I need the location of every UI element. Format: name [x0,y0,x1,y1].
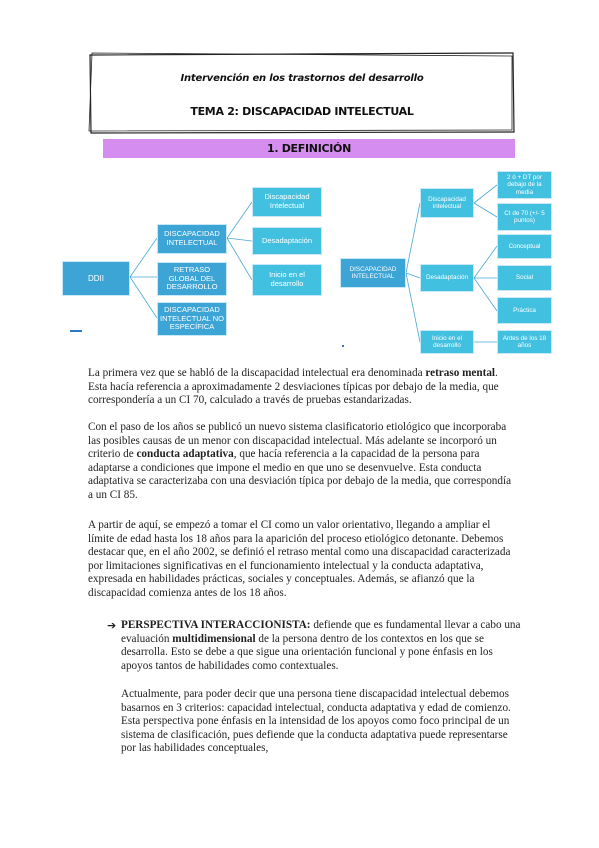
node-retraso-global: RETRASO GLOBAL DEL DESARROLLO [157,262,227,296]
paragraph-2: Con el paso de los años se publicó un nu… [88,421,518,503]
paragraph-3: A partir de aquí, se empezó a tomar el C… [88,519,511,599]
diagram-right: DISCAPACIDAD INTELECTUAL Discapacidad in… [340,170,560,360]
paragraph-5: Actualmente, para poder decir que una pe… [121,688,511,755]
node-r-conceptual: Conceptual [497,234,552,259]
node-r-desadaptacion: Desadaptación [420,264,474,292]
node-l2-inicio-desarrollo: Inicio en el desarrollo [252,264,322,296]
bullet-text-b: de la persona dentro de los contextos en… [121,632,493,672]
paragraph-1: La primera vez que se habló de la discap… [88,367,518,408]
p1-bold: retraso mental [425,367,496,379]
dot-mark [342,345,344,347]
hand-drawn-frame [88,52,515,134]
arrow-bullet-icon: ➔ [107,619,117,632]
node-r-antes-18: Antes de los 18 años [497,330,552,354]
p1-text-a: La primera vez que se habló de la discap… [88,367,426,379]
node-r-ci70: CI de 70 (+/- 5 puntos) [497,203,552,231]
node-r-inicio-desarrollo: Inicio en el desarrollo [420,330,474,354]
section-heading-text: 1. DEFINICIÓN [266,142,352,155]
node-r-root: DISCAPACIDAD INTELECTUAL [340,258,406,288]
section-heading: 1. DEFINICIÓN [103,139,515,158]
diagram-left: DDII DISCAPACIDAD INTELECTUAL RETRASO GL… [62,180,332,340]
node-r-social: Social [497,265,552,291]
diagram-left-connectors [129,201,253,319]
node-discapacidad-intelectual: DISCAPACIDAD INTELECTUAL [157,224,227,254]
topic-title: TEMA 2: DISCAPACIDAD INTELECTUAL [190,105,414,118]
bullet-text-a: defiende que es fundamental llevar a cab… [121,619,521,645]
bullet-bold: PERSPECTIVA INTERACCIONISTA: [121,619,311,631]
course-title: Intervención en los trastornos del desar… [180,73,424,84]
node-r-discapacidad-intelectual: Discapacidad intelectual [420,188,474,218]
node-di-no-especifica: DISCAPACIDAD INTELECTUAL NO ESPECÍFICA [157,302,227,336]
p2-bold: conducta adaptativa [136,448,234,461]
bullet-text: PERSPECTIVA INTERACCIONISTA: defiende qu… [121,619,521,673]
p1-text-b: . Esta hacía referencia a aproximadament… [88,367,499,407]
node-r-2dt: 2 ó + DT por debajo de la media [497,171,552,199]
node-l2-desadaptacion: Desadaptación [252,227,322,255]
p2-text-b: , que hacía referencia a la capacidad de… [88,448,512,501]
node-ddii: DDII [62,261,130,296]
node-r-practica: Práctica [497,297,552,324]
p2-text-a: Con el paso de los años se publicó un nu… [88,421,507,461]
title-box: Intervención en los trastornos del desar… [88,52,516,134]
bullet-bold-2: multidimensional [172,632,256,645]
diagram-right-connectors [405,184,498,343]
node-l2-discapacidad-intelectual: Discapacidad Intelectual [252,187,322,217]
caret-mark [70,330,82,332]
